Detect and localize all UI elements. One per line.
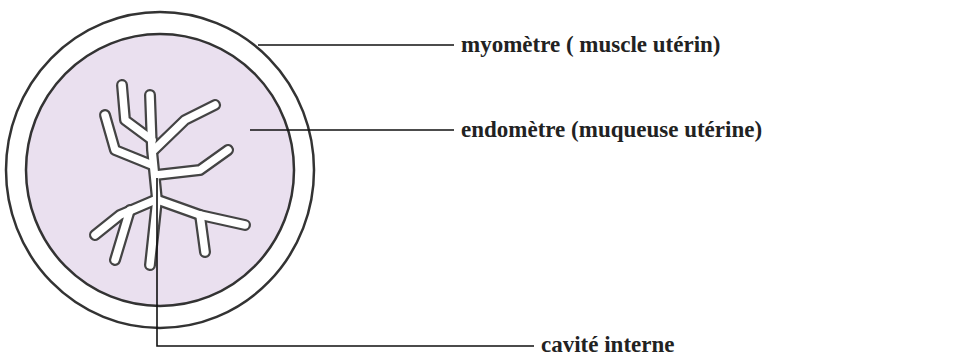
cavity-shape — [95, 85, 245, 265]
myometrium-outline — [6, 12, 314, 328]
part-label: cavité interne — [541, 332, 674, 358]
part-label: myomètre ( muscle utérin) — [461, 32, 721, 58]
leader-line — [250, 129, 454, 131]
endometrium-disc — [26, 34, 294, 306]
leader-line — [258, 44, 454, 46]
part-label: endomètre (muqueuse utérine) — [461, 117, 762, 143]
leader-line — [157, 178, 534, 346]
